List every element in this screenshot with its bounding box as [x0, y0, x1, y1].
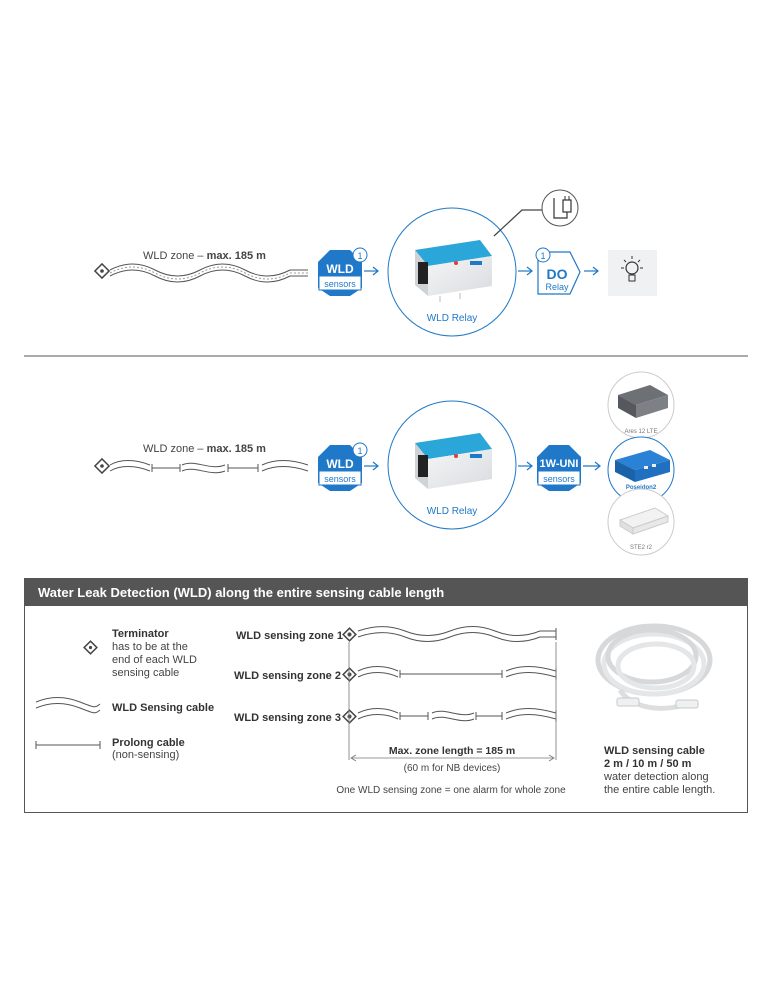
legend-terminator-desc-2: end of each WLD: [112, 654, 197, 666]
svg-text:sensors: sensors: [324, 279, 356, 289]
panel-header: [24, 578, 748, 606]
svg-text:sensors: sensors: [324, 474, 356, 484]
cable-title: WLD sensing cable: [604, 745, 705, 757]
panel-canvas: [35, 623, 713, 762]
svg-text:1W-UNI: 1W-UNI: [540, 458, 579, 470]
svg-text:WLD: WLD: [326, 457, 354, 471]
top-terminator-icon: [93, 262, 111, 280]
svg-text:DO: DO: [547, 266, 568, 282]
legend-prolong-cable-icon: [35, 741, 101, 749]
diagram-canvas: WLD zone – max. 185 m WLD sensors 1 WLD …: [24, 189, 748, 556]
legend-terminator-icon: [83, 640, 98, 655]
device-ares-12-lte: Ares 12 LTE: [607, 371, 675, 439]
light-bulb-icon: [608, 250, 657, 296]
top-zone-label: WLD zone – max. 185 m: [143, 250, 266, 262]
zone-3-label: WLD sensing zone 3: [234, 712, 341, 724]
zone-2-label: WLD sensing zone 2: [234, 670, 341, 682]
max-zone-length: Max. zone length = 185 m: [388, 745, 516, 757]
1w-uni-sensors-badge: 1W-UNI sensors: [537, 445, 581, 491]
panel-title: Water Leak Detection (WLD) along the ent…: [38, 585, 445, 600]
bottom-wld-relay-device: WLD Relay: [387, 400, 517, 530]
zone-1-label: WLD sensing zone 1: [236, 630, 343, 642]
svg-text:1: 1: [357, 251, 362, 261]
alarm-note: One WLD sensing zone = one alarm for who…: [336, 785, 566, 796]
zone-1-cable: [342, 626, 557, 642]
cable-desc-2: the entire cable length.: [604, 784, 716, 796]
svg-text:WLD: WLD: [326, 262, 354, 276]
legend-sensing-cable-title: WLD Sensing cable: [112, 702, 215, 714]
bottom-wld-sensors-badge: WLD sensors 1: [318, 442, 368, 491]
legend-terminator-desc-3: sensing cable: [112, 667, 180, 679]
nb-device-note: (60 m for NB devices): [403, 763, 501, 774]
svg-text:Relay: Relay: [545, 282, 569, 292]
top-wld-relay-device: WLD Relay: [387, 207, 517, 337]
bottom-terminator-icon: [93, 457, 111, 475]
svg-text:1: 1: [357, 446, 362, 456]
svg-text:1: 1: [540, 251, 545, 261]
legend-terminator-title: Terminator: [112, 628, 169, 640]
device-poseidon2-3268: Poseidon23268: [607, 436, 675, 504]
bottom-zone-label: WLD zone – max. 185 m: [143, 443, 266, 455]
legend-terminator-desc-1: has to be at the: [112, 641, 188, 653]
svg-text:WLD Relay: WLD Relay: [427, 313, 478, 324]
power-plug-icon: [541, 189, 579, 227]
svg-text:STE2 r2: STE2 r2: [630, 545, 653, 551]
cable-lengths: 2 m / 10 m / 50 m: [604, 758, 692, 770]
top-wld-sensors-badge: WLD sensors 1: [318, 247, 368, 296]
cable-desc-1: water detection along: [604, 771, 709, 783]
device-ste2-r2: STE2 r2: [607, 488, 675, 556]
svg-text:Ares 12 LTE: Ares 12 LTE: [625, 429, 658, 435]
zone-2-cable: [342, 666, 557, 682]
bottom-mixed-cable: [109, 460, 309, 474]
zone-3-cable: [342, 708, 557, 724]
wld-sensing-cable-coil: [595, 623, 713, 711]
connector-line: [493, 209, 542, 237]
legend-prolong-desc: (non-sensing): [112, 749, 180, 761]
legend-prolong-title: Prolong cable: [112, 737, 185, 749]
legend-sensing-cable-icon: [35, 697, 101, 714]
svg-text:sensors: sensors: [543, 474, 575, 484]
top-sensing-cable: [109, 263, 308, 283]
svg-text:WLD Relay: WLD Relay: [427, 506, 478, 517]
zone-length-dimension: [348, 642, 557, 762]
do-relay-badge: DO Relay 1: [535, 247, 581, 295]
